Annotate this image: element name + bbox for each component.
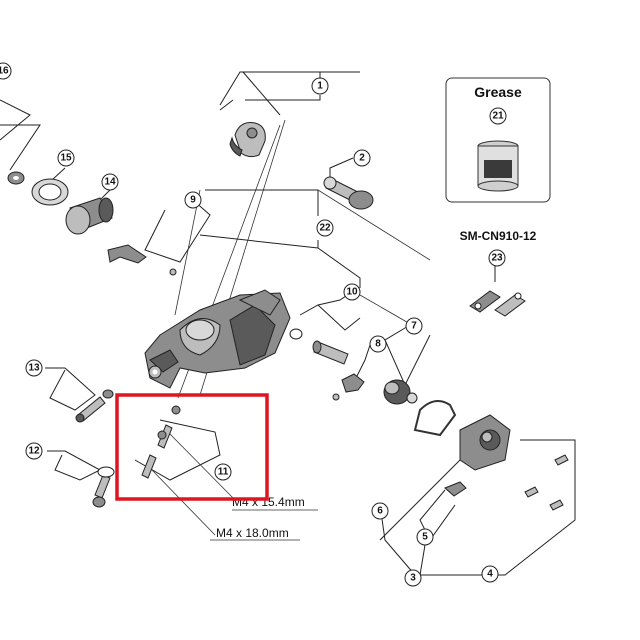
part-screws-11 [141, 405, 181, 479]
part-link-arm [107, 244, 177, 276]
callout-1: 1 [311, 77, 329, 95]
callouts: 1 2 3 4 5 6 7 8 9 10 11 12 13 14 15 16 2… [0, 62, 507, 587]
svg-text:23: 23 [491, 253, 503, 264]
svg-text:22: 22 [319, 223, 331, 234]
callout-8: 8 [369, 335, 387, 353]
svg-text:12: 12 [28, 446, 40, 457]
grease-title: Grease [474, 84, 522, 100]
svg-text:4: 4 [487, 569, 493, 580]
callout-7: 7 [405, 317, 423, 335]
part-ring-16 [7, 171, 25, 185]
callout-13: 13 [25, 359, 43, 377]
svg-text:15: 15 [60, 153, 72, 164]
callout-12: 12 [25, 442, 43, 460]
callout-22: 22 [316, 219, 334, 237]
callout-5: 5 [416, 528, 434, 546]
svg-text:5: 5 [422, 532, 428, 543]
svg-text:16: 16 [0, 66, 9, 77]
svg-text:11: 11 [218, 467, 229, 478]
svg-text:7: 7 [411, 321, 417, 332]
callout-2: 2 [353, 149, 371, 167]
callout-6: 6 [371, 502, 389, 520]
part-derailleur-body [144, 289, 291, 389]
svg-text:1: 1 [317, 81, 323, 92]
svg-text:10: 10 [346, 287, 358, 298]
grease-box: Grease [445, 77, 551, 203]
svg-text:21: 21 [492, 111, 504, 122]
part-bolt-13 [75, 389, 114, 423]
part-pulley-cage-cap [229, 122, 266, 158]
part-bolt-12 [92, 466, 115, 508]
svg-text:13: 13 [28, 363, 40, 374]
screw-dimension-long: M4 x 18.0mm [216, 526, 289, 540]
callout-10: 10 [343, 283, 361, 301]
part-pin-10 [289, 328, 349, 365]
callout-16: 16 [0, 62, 12, 80]
callout-3: 3 [404, 569, 422, 587]
chain-link-icon [469, 290, 526, 317]
grease-jar-icon [477, 140, 519, 192]
svg-text:3: 3 [410, 573, 416, 584]
callout-14: 14 [101, 173, 119, 191]
part-bolt-2 [323, 176, 374, 210]
svg-text:6: 6 [377, 506, 383, 517]
part-bushing-7 [383, 379, 418, 405]
highlight-box [115, 393, 269, 501]
svg-text:8: 8 [375, 339, 381, 350]
callout-15: 15 [57, 149, 75, 167]
svg-text:9: 9 [190, 195, 196, 206]
callout-21: 21 [489, 107, 507, 125]
part-gasket [413, 400, 457, 437]
part-battery-mount [444, 414, 569, 511]
callout-23: 23 [488, 249, 506, 267]
callout-4: 4 [481, 565, 499, 583]
svg-text:14: 14 [104, 177, 116, 188]
chain-model-label: SM-CN910-12 [460, 229, 537, 243]
part-adapter-14 [65, 197, 114, 235]
callout-11: 11 [214, 463, 232, 481]
leader-lines [0, 71, 576, 579]
part-ring-15 [31, 178, 69, 206]
part-clip-8 [332, 373, 365, 401]
svg-text:2: 2 [359, 153, 365, 164]
callout-9: 9 [184, 191, 202, 209]
